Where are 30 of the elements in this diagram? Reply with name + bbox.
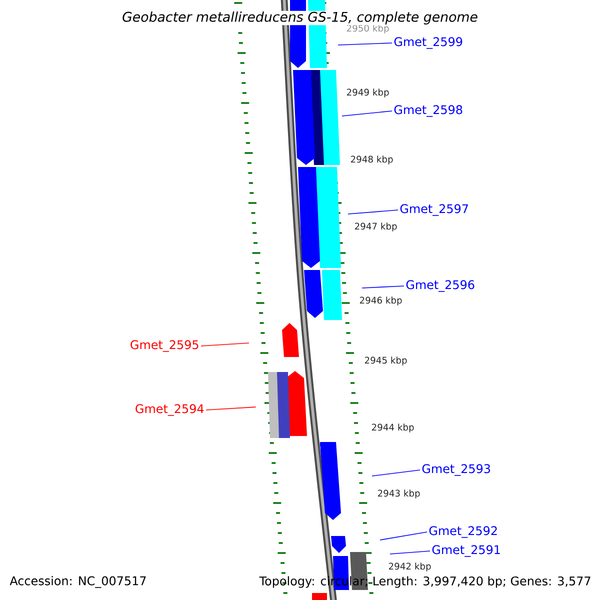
leader-line xyxy=(206,406,256,410)
leader-line xyxy=(338,42,392,46)
genome-info-text: Topology: circular; Length: 3,997,420 bp; Genes: 3,577 xyxy=(259,576,590,588)
leader-line xyxy=(380,532,428,540)
scale-label: 2949 kbp xyxy=(346,88,389,98)
gene-label: Gmet_2592 xyxy=(429,526,497,538)
gene-label: Gmet_2594 xyxy=(136,404,204,416)
scale-label: 2948 kbp xyxy=(350,156,393,164)
gene-label: Gmet_2591 xyxy=(432,545,500,557)
scale-label: 2950 kbp xyxy=(346,24,389,34)
scale-label: 2943 kbp xyxy=(378,490,420,498)
gene-label: Gmet_2596 xyxy=(406,280,474,292)
leader-line xyxy=(342,110,392,116)
leader-line xyxy=(390,550,430,554)
scale-label: 2947 kbp xyxy=(354,222,397,232)
gene-label: Gmet_2593 xyxy=(422,464,490,476)
leader-line xyxy=(200,342,250,346)
scale-label: 2944 kbp xyxy=(372,424,414,432)
scale-label: 2946 kbp xyxy=(360,296,402,306)
gene-label: Gmet_2595 xyxy=(130,340,198,352)
leader-line xyxy=(372,470,420,476)
scale-label: 2945 kbp xyxy=(364,356,407,366)
title: Geobacter metallireducens GS-15, complete genome xyxy=(121,10,479,26)
gene-label: Gmet_2599 xyxy=(394,37,462,49)
leader-line xyxy=(362,286,404,288)
gene-label: Gmet_2597 xyxy=(400,204,468,216)
leader-line xyxy=(348,210,398,214)
scale-label: 2942 kbp xyxy=(388,562,431,572)
accession-text: Accession: NC_007517 xyxy=(8,574,148,590)
gene-label: Gmet_2598 xyxy=(394,105,462,117)
